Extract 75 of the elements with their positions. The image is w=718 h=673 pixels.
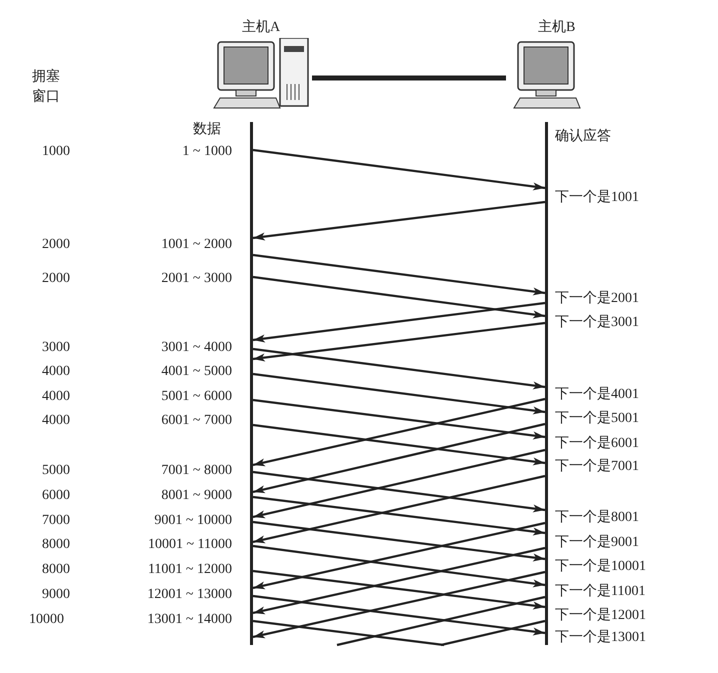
- column-header: 数据: [193, 122, 221, 138]
- data-range: 6001 ~ 7000: [161, 412, 232, 430]
- arrow: [252, 570, 546, 638]
- data-range: 7001 ~ 8000: [161, 462, 232, 480]
- arrow: [252, 148, 546, 190]
- ack-label: 下一个是9001: [555, 534, 639, 552]
- ack-label: 下一个是13001: [555, 630, 646, 646]
- ack-label: 下一个是7001: [555, 458, 639, 476]
- ack-label: 下一个是10001: [555, 558, 646, 576]
- arrow: [252, 470, 546, 512]
- arrow: [252, 276, 546, 318]
- ack-label: 下一个是4001: [555, 386, 639, 404]
- ack-label: 下一个是1001: [555, 190, 639, 206]
- data-range: 1001 ~ 2000: [161, 236, 232, 254]
- line: [252, 620, 444, 646]
- data-range: 8001 ~ 9000: [161, 488, 232, 504]
- arrow: [252, 496, 546, 536]
- arrow: [252, 254, 546, 296]
- window-size: 4000: [42, 412, 70, 430]
- data-range: 12001 ~ 13000: [147, 586, 232, 604]
- window-size: 9000: [42, 586, 70, 604]
- arrow: [252, 522, 546, 590]
- window-size: 2000: [42, 236, 70, 254]
- column-header: 拥塞窗口: [32, 68, 60, 106]
- arrow: [252, 398, 546, 440]
- data-range: 2001 ~ 3000: [161, 270, 232, 288]
- data-range: 9001 ~ 10000: [154, 512, 232, 530]
- ack-label: 下一个是11001: [555, 584, 646, 600]
- window-size: 7000: [42, 512, 70, 530]
- host-label: 主机B: [538, 18, 576, 36]
- data-range: 1 ~ 1000: [182, 144, 232, 160]
- ack-label: 下一个是12001: [555, 608, 646, 624]
- window-size: 4000: [42, 364, 70, 380]
- arrow: [252, 520, 546, 562]
- window-size: 2000: [42, 270, 70, 288]
- arrow: [252, 372, 546, 414]
- data-range: 11001 ~ 12000: [148, 562, 232, 578]
- window-size: 8000: [42, 536, 70, 554]
- line: [440, 620, 546, 646]
- ack-label: 下一个是6001: [555, 436, 639, 452]
- window-size: 5000: [42, 462, 70, 480]
- arrow: [252, 422, 546, 494]
- lifeline: [545, 122, 548, 645]
- arrow: [252, 594, 546, 636]
- data-range: 10001 ~ 11000: [148, 536, 232, 554]
- data-range: 5001 ~ 6000: [161, 388, 232, 406]
- arrow: [252, 348, 546, 390]
- window-size: 4000: [42, 388, 70, 406]
- arrow: [252, 424, 546, 466]
- arrow: [252, 448, 546, 518]
- lifeline: [250, 122, 253, 645]
- ack-label: 下一个是3001: [555, 314, 639, 332]
- ack-label: 下一个是2001: [555, 290, 639, 308]
- window-size: 1000: [42, 144, 70, 160]
- ack-label: 下一个是5001: [555, 410, 639, 428]
- data-range: 3001 ~ 4000: [161, 340, 232, 356]
- line: [336, 596, 546, 646]
- arrow: [252, 570, 546, 610]
- window-size: 6000: [42, 488, 70, 504]
- arrow: [252, 474, 546, 544]
- data-range: 13001 ~ 14000: [147, 612, 232, 628]
- arrow: [252, 322, 546, 362]
- arrow: [252, 546, 546, 614]
- ack-label: 下一个是8001: [555, 510, 639, 526]
- data-range: 4001 ~ 5000: [161, 364, 232, 380]
- host-label: 主机A: [242, 18, 280, 36]
- window-size: 10000: [29, 612, 64, 628]
- arrow: [252, 398, 546, 466]
- column-header: 确认应答: [555, 128, 611, 146]
- arrow: [252, 200, 546, 240]
- window-size: 3000: [42, 340, 70, 356]
- network-cable: [312, 76, 506, 80]
- arrow: [252, 544, 546, 588]
- window-size: 8000: [42, 562, 70, 578]
- arrow: [252, 302, 546, 342]
